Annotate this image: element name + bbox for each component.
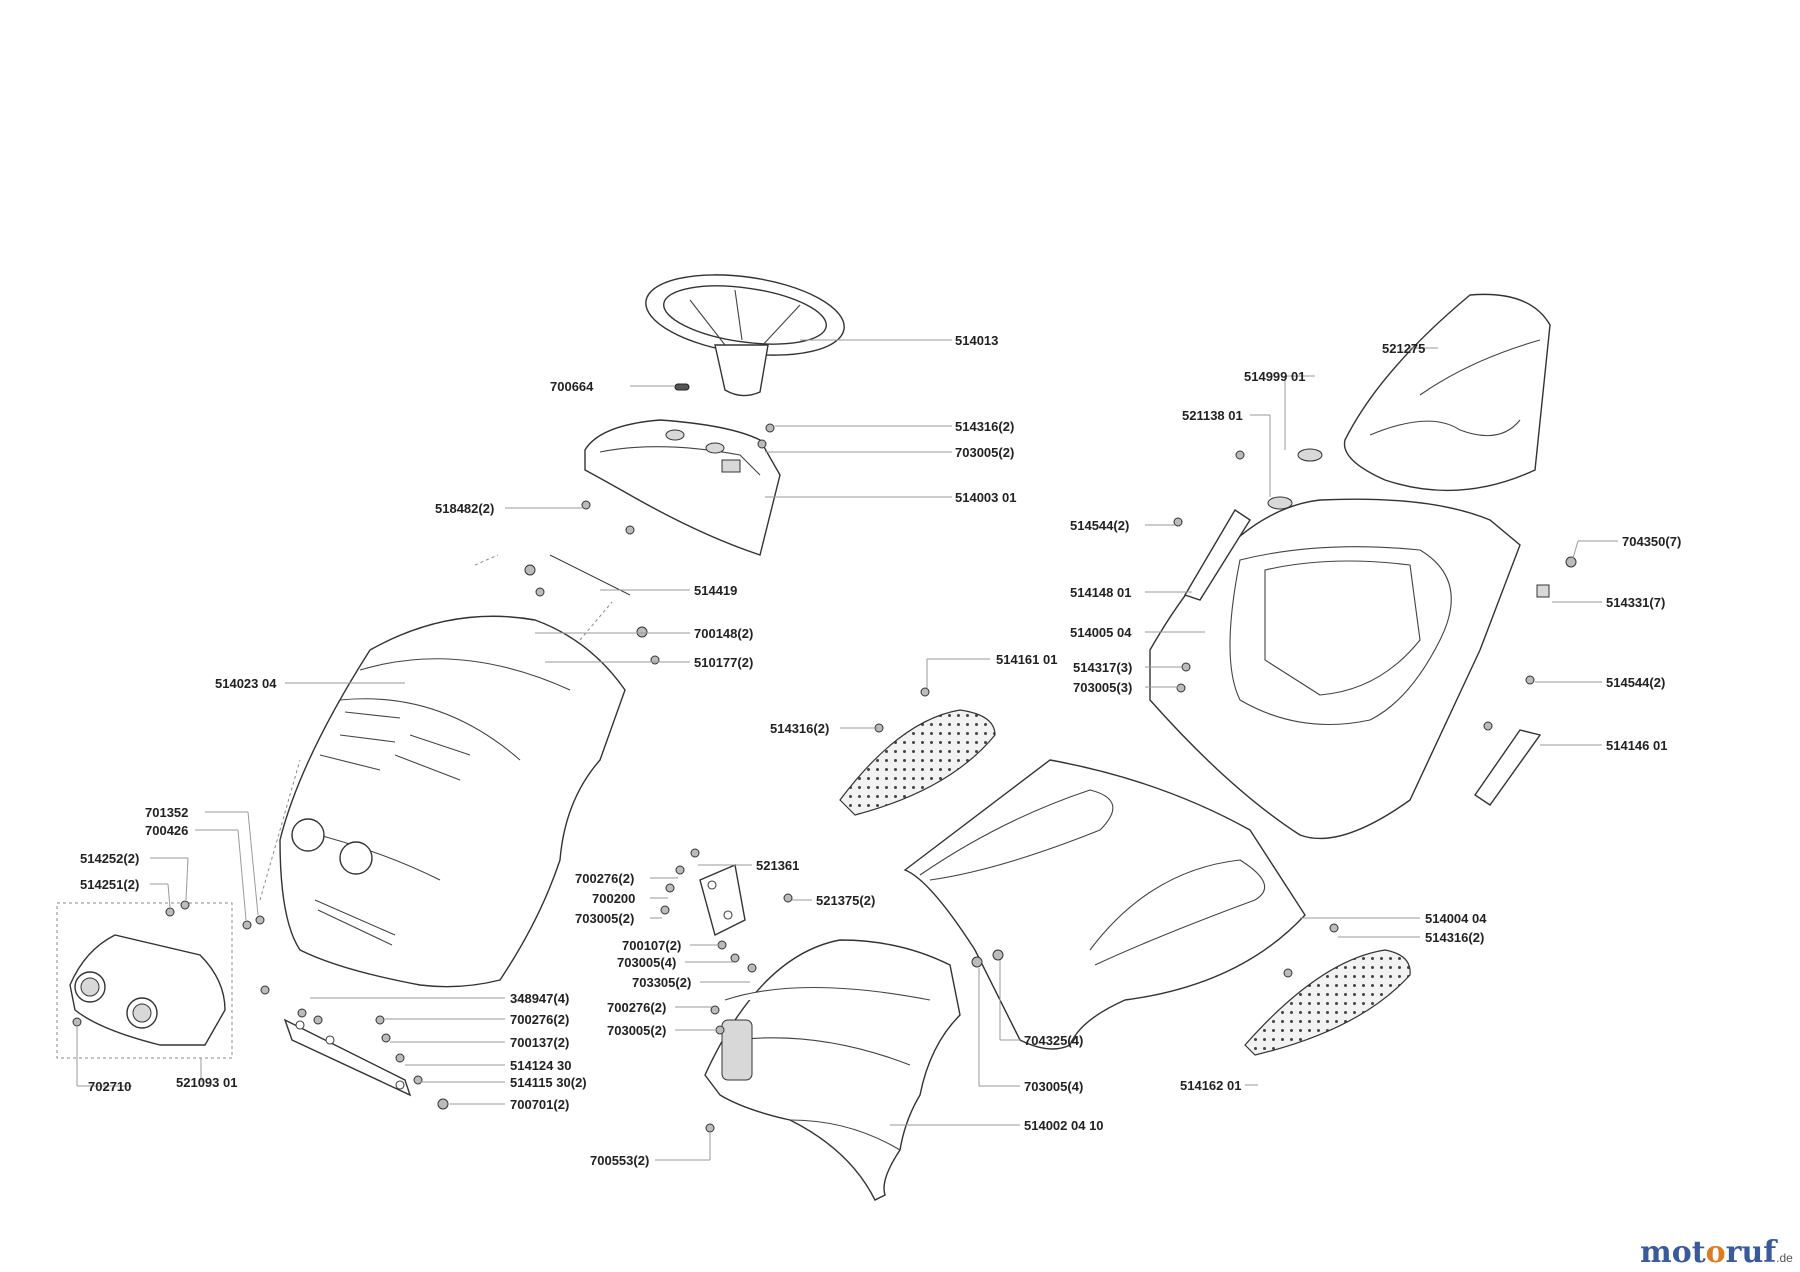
part-label: 521361 — [756, 858, 799, 873]
part-label: 514004 04 — [1425, 911, 1487, 926]
part-label: 521093 01 — [176, 1075, 237, 1090]
part-label: 348947(4) — [510, 991, 569, 1006]
part-label: 704325(4) — [1024, 1033, 1083, 1048]
part-label: 514124 30 — [510, 1058, 571, 1073]
part-label: 700276(2) — [607, 1000, 666, 1015]
part-label: 703005(4) — [617, 955, 676, 970]
part-label: 514005 04 — [1070, 625, 1132, 640]
dashboard-front-drawing — [704, 939, 961, 1201]
part-label: 703005(2) — [955, 445, 1014, 460]
part-label: 514023 04 — [215, 676, 277, 691]
part-label: 704350(7) — [1622, 534, 1681, 549]
seat-pan-drawing — [1149, 498, 1521, 840]
headlight-drawing — [56, 902, 233, 1059]
part-label: 702710 — [88, 1079, 131, 1094]
part-label: 703005(2) — [575, 911, 634, 926]
part-label: 700276(2) — [510, 1012, 569, 1027]
part-label: 700137(2) — [510, 1035, 569, 1050]
logo-text-1: mot — [1640, 1235, 1706, 1270]
part-label: 703005(2) — [607, 1023, 666, 1038]
part-label: 514331(7) — [1606, 595, 1665, 610]
part-label: 514251(2) — [80, 877, 139, 892]
part-label: 514162 01 — [1180, 1078, 1241, 1093]
part-label: 700664 — [550, 379, 594, 394]
logo-text-2: o — [1705, 1235, 1726, 1270]
rear-fender-drawing — [903, 759, 1306, 1050]
part-label: 514544(2) — [1606, 675, 1665, 690]
callout-labels: 514013 700664 514316(2) 703005(2) 518482… — [80, 333, 1681, 1168]
part-label: 700426 — [145, 823, 188, 838]
part-label: 514013 — [955, 333, 998, 348]
part-label: 700553(2) — [590, 1153, 649, 1168]
part-label: 700148(2) — [694, 626, 753, 641]
part-label: 521375(2) — [816, 893, 875, 908]
footplate-left-drawing — [839, 709, 996, 816]
part-label: 521138 01 — [1182, 408, 1243, 423]
part-label: 700107(2) — [622, 938, 681, 953]
part-label: 703005(4) — [1024, 1079, 1083, 1094]
rod-drawing — [549, 554, 631, 596]
seat-drawing — [1343, 293, 1551, 492]
bracket-drawing — [283, 1018, 412, 1097]
part-label: 514252(2) — [80, 851, 139, 866]
footplate-right-drawing — [1244, 949, 1411, 1056]
side-cover-right-drawing — [1474, 729, 1542, 806]
part-label: 514316(2) — [770, 721, 829, 736]
part-label: 514316(2) — [955, 419, 1014, 434]
steering-wheel-drawing — [645, 274, 845, 397]
part-label: 703305(2) — [632, 975, 691, 990]
part-label: 518482(2) — [435, 501, 494, 516]
part-label: 514003 01 — [955, 490, 1016, 505]
part-label: 510177(2) — [694, 655, 753, 670]
part-label: 514316(2) — [1425, 930, 1484, 945]
part-label: 514002 04 10 — [1024, 1118, 1104, 1133]
part-label: 703005(3) — [1073, 680, 1132, 695]
part-label: 700276(2) — [575, 871, 634, 886]
logo-tld: .de — [1776, 1251, 1793, 1265]
steering-cover-drawing — [584, 419, 781, 556]
part-label: 514419 — [694, 583, 737, 598]
part-label: 514317(3) — [1073, 660, 1132, 675]
leader-lines — [76, 339, 1618, 1161]
part-label: 514161 01 — [996, 652, 1057, 667]
motoruf-logo[interactable]: motoruf.de — [1640, 1235, 1793, 1270]
center-bracket-drawing — [699, 864, 746, 937]
side-cover-left-drawing — [1183, 509, 1251, 601]
part-label: 701352 — [145, 805, 188, 820]
hood-drawing — [279, 615, 626, 988]
part-label: 514115 30(2) — [510, 1075, 587, 1090]
logo-text-3: ruf — [1725, 1235, 1777, 1270]
part-label: 514999 01 — [1244, 369, 1305, 384]
part-label: 700701(2) — [510, 1097, 569, 1112]
part-label: 514544(2) — [1070, 518, 1129, 533]
part-label: 514148 01 — [1070, 585, 1131, 600]
part-label: 521275 — [1382, 341, 1425, 356]
small-hardware-drawing — [72, 383, 1577, 1133]
part-label: 700200 — [592, 891, 635, 906]
part-label: 514146 01 — [1606, 738, 1667, 753]
